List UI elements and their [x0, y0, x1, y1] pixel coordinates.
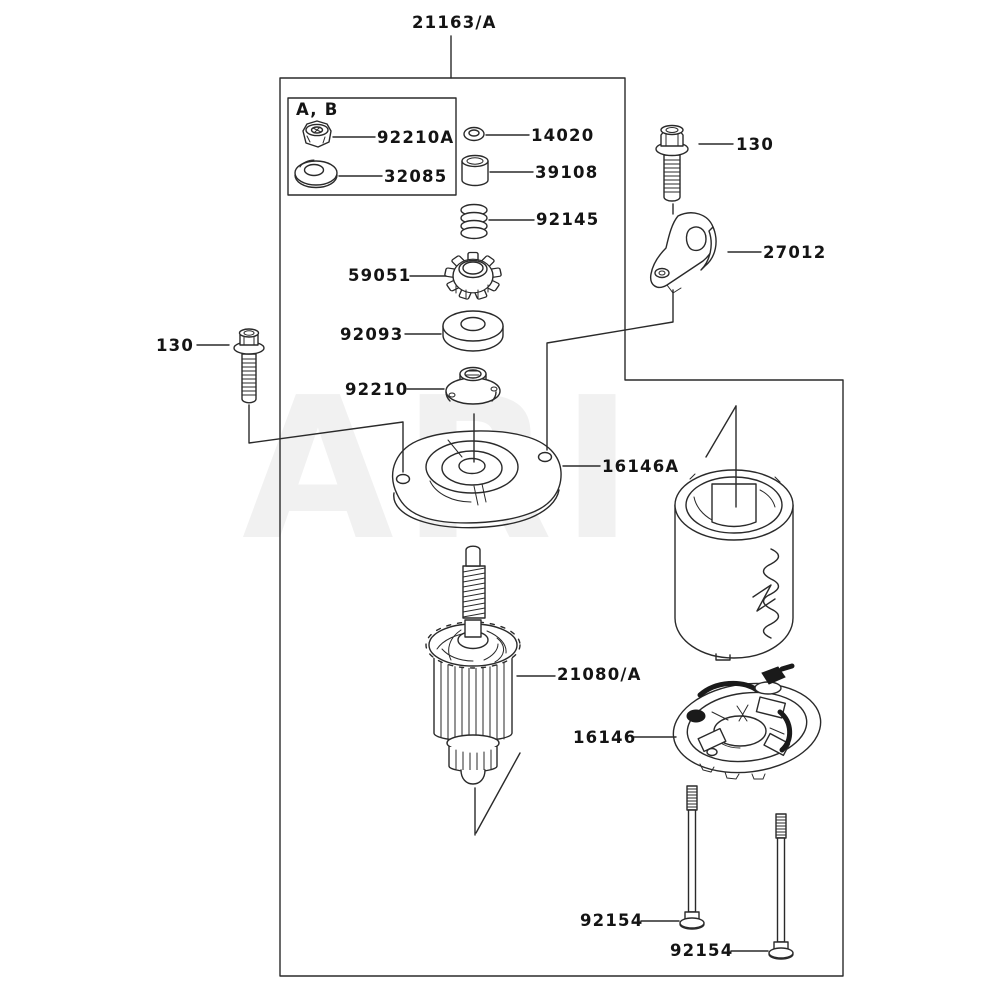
part-label-32085[interactable]: 32085: [384, 167, 448, 186]
lock-nut-drawing: [302, 120, 332, 148]
thick-washer-drawing: [442, 310, 504, 352]
part-label-92154-upper[interactable]: 92154: [580, 911, 644, 930]
part-label-39108[interactable]: 39108: [535, 163, 599, 182]
retainer-drawing: [294, 159, 338, 189]
motor-housing-drawing: [674, 469, 794, 661]
part-label-59051[interactable]: 59051: [348, 266, 412, 285]
part-label-92210A[interactable]: 92210A: [377, 128, 455, 147]
bushing-drawing: [461, 154, 489, 187]
part-label-92093[interactable]: 92093: [340, 325, 404, 344]
part-label-14020[interactable]: 14020: [531, 126, 595, 145]
flange-bolt-left-drawing: [233, 328, 265, 404]
spring-drawing: [460, 203, 488, 240]
assembly-boundary-box: [279, 77, 844, 977]
pinion-gear-drawing: [444, 251, 502, 300]
part-label-16146A[interactable]: 16146A: [602, 457, 680, 476]
part-label-16146[interactable]: 16146: [573, 728, 637, 747]
stopper-nut-drawing: [445, 366, 501, 405]
long-bolt-lower-drawing: [768, 813, 794, 960]
part-label-92145[interactable]: 92145: [536, 210, 600, 229]
bracket-drawing: [650, 212, 717, 294]
part-label-92154-lower[interactable]: 92154: [670, 941, 734, 960]
part-label-130-left[interactable]: 130: [156, 336, 195, 355]
part-label-21080A[interactable]: 21080/A: [557, 665, 642, 684]
part-label-92210[interactable]: 92210: [345, 380, 409, 399]
part-label-130-right[interactable]: 130: [736, 135, 775, 154]
part-label-27012[interactable]: 27012: [763, 243, 827, 262]
inset-box: [287, 97, 457, 196]
armature-drawing: [425, 545, 521, 785]
small-washer-drawing: [463, 126, 485, 142]
leader-lines: [196, 35, 769, 952]
long-bolt-upper-drawing: [679, 785, 705, 930]
flange-bolt-right-drawing: [655, 124, 689, 202]
brush-end-cap-drawing: [672, 663, 822, 780]
inset-group-label: A, B: [296, 100, 339, 119]
part-label-21163A[interactable]: 21163/A: [412, 13, 497, 32]
drive-end-cap-drawing: [392, 430, 562, 529]
